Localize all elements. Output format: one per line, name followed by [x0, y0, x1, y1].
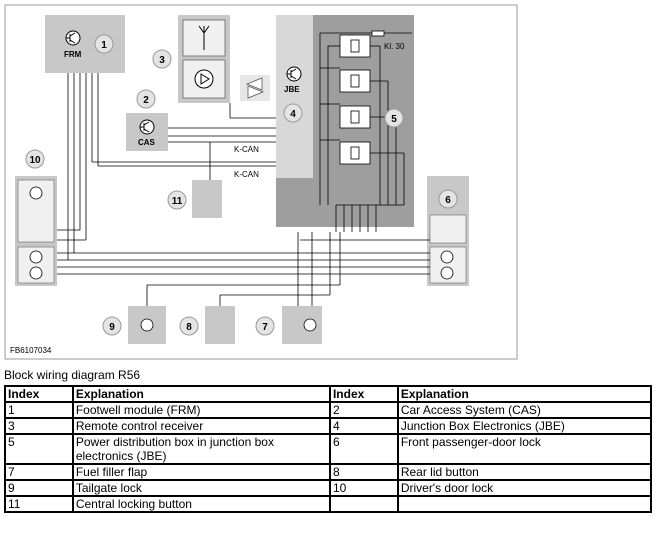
legend-index: 8: [328, 463, 399, 481]
legend-explanation: Fuel filler flap: [71, 463, 331, 481]
kcan-label-1: K-CAN: [234, 145, 259, 154]
marker-5: 5: [384, 108, 404, 128]
legend-explanation: Junction Box Electronics (JBE): [396, 417, 653, 435]
cas-label: CAS: [138, 138, 156, 147]
marker-2: 2: [136, 89, 156, 109]
svg-text:4: 4: [290, 109, 296, 120]
table-row: 1 Footwell module (FRM) 2 Car Access Sys…: [4, 401, 653, 419]
marker-6: 6: [438, 189, 458, 209]
legend-index: 7: [4, 463, 74, 481]
svg-text:9: 9: [109, 322, 115, 333]
internal-wiring: [319, 32, 405, 232]
svg-text:2: 2: [143, 95, 149, 106]
rear-lid-button: [205, 306, 235, 344]
table-row: 7 Fuel filler flap 8 Rear lid button: [4, 463, 653, 481]
external-wiring: [57, 73, 430, 306]
fuse-icon: [371, 30, 385, 37]
svg-text:6: 6: [445, 195, 451, 206]
jbe-transistor-icon: [286, 66, 302, 82]
legend-header-explanation: Explanation: [71, 385, 331, 403]
legend-explanation: Tailgate lock: [71, 479, 331, 497]
legend-header-index: Index: [328, 385, 399, 403]
legend-index: 1: [4, 401, 74, 419]
relay-group: [339, 34, 371, 165]
kcan-bus-symbol: [240, 75, 270, 101]
legend-explanation: Remote control receiver: [71, 417, 331, 435]
svg-text:11: 11: [172, 196, 183, 207]
cas-transistor-icon: [139, 119, 155, 135]
legend-header-row: Index Explanation Index Explanation: [4, 385, 653, 403]
diagram-code: FB6107034: [10, 346, 52, 355]
legend-explanation: Rear lid button: [396, 463, 653, 481]
legend-explanation: Power distribution box in junction box e…: [71, 433, 331, 465]
svg-text:5: 5: [391, 114, 397, 125]
central-locking-button: [192, 180, 222, 218]
table-row: 3 Remote control receiver 4 Junction Box…: [4, 417, 653, 435]
legend-table: Index Explanation Index Explanation 1 Fo…: [4, 385, 653, 513]
svg-text:1: 1: [101, 40, 107, 51]
table-row: 9 Tailgate lock 10 Driver's door lock: [4, 479, 653, 497]
svg-text:3: 3: [159, 55, 165, 66]
legend-explanation: Driver's door lock: [396, 479, 653, 497]
driver-motor-icons: [29, 186, 43, 280]
passenger-door-switch-box: [429, 214, 467, 244]
legend-index: 6: [328, 433, 399, 465]
legend-explanation: Footwell module (FRM): [71, 401, 331, 419]
marker-8: 8: [179, 316, 199, 336]
svg-text:7: 7: [262, 322, 268, 333]
marker-3: 3: [152, 49, 172, 69]
passenger-motor-icons: [440, 250, 454, 280]
legend-index: 3: [4, 417, 74, 435]
jbe-label: JBE: [284, 85, 300, 94]
legend-explanation: Central locking button: [71, 495, 331, 513]
legend-explanation: Car Access System (CAS): [396, 401, 653, 419]
legend-index: 2: [328, 401, 399, 419]
legend-header-explanation: Explanation: [396, 385, 653, 403]
fuel-flap-motor-icon: [303, 318, 317, 332]
wiring-diagram: FRM CAS JBE Kl. 30: [4, 4, 518, 360]
kcan-label-2: K-CAN: [234, 170, 259, 179]
svg-text:10: 10: [29, 155, 41, 166]
jbe-module: [276, 15, 313, 178]
tailgate-motor-icon: [140, 318, 154, 332]
diagram-caption: Block wiring diagram R56: [4, 368, 141, 382]
legend-index: 11: [4, 495, 74, 513]
marker-7: 7: [255, 316, 275, 336]
legend-index: [328, 495, 399, 513]
frm-transistor-icon: [65, 30, 81, 46]
legend-header-index: Index: [4, 385, 74, 403]
legend-index: 10: [328, 479, 399, 497]
table-row: 11 Central locking button: [4, 495, 653, 513]
receiver-play-icon: [194, 69, 214, 89]
legend-explanation: [396, 495, 653, 513]
legend-explanation: Front passenger-door lock: [396, 433, 653, 465]
marker-1: 1: [94, 34, 114, 54]
antenna-icon: [198, 25, 210, 50]
marker-10: 10: [25, 149, 45, 169]
marker-4: 4: [283, 103, 303, 123]
legend-index: 9: [4, 479, 74, 497]
legend-index: 5: [4, 433, 74, 465]
frm-label: FRM: [64, 50, 82, 59]
table-row: 5 Power distribution box in junction box…: [4, 433, 653, 465]
marker-9: 9: [102, 316, 122, 336]
kl30-label: Kl. 30: [384, 42, 405, 51]
svg-text:8: 8: [186, 322, 192, 333]
legend-index: 4: [328, 417, 399, 435]
marker-11: 11: [167, 190, 187, 210]
